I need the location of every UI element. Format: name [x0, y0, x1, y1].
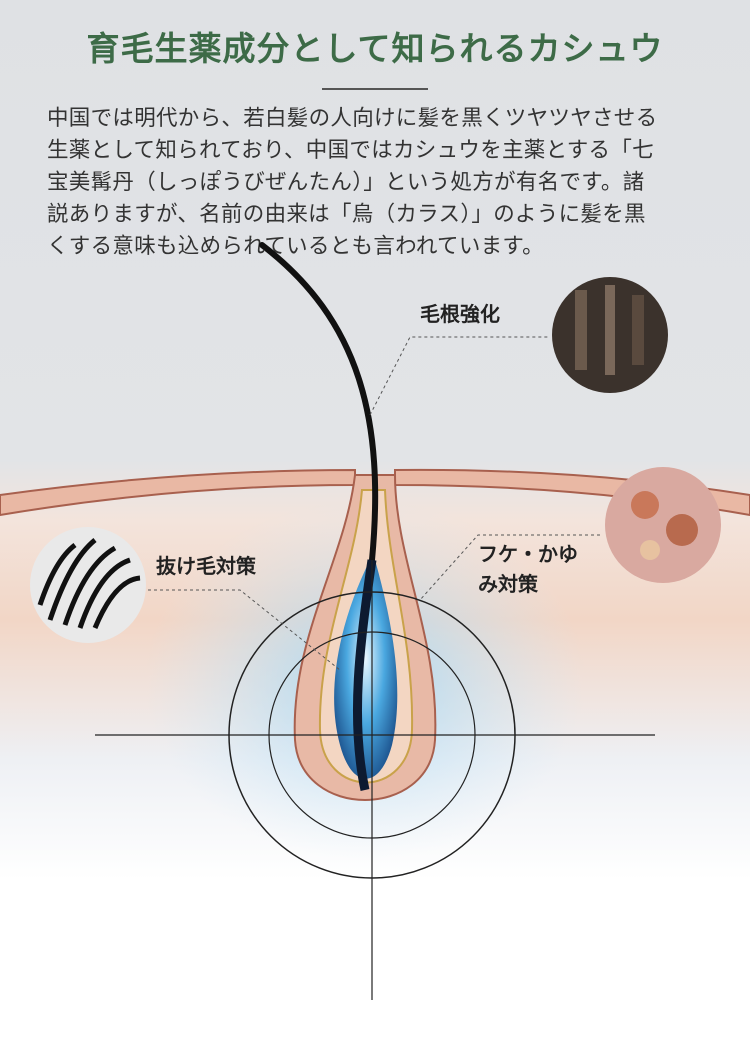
description-line: くする意味も込められているとも言われています。: [47, 234, 544, 259]
dandruff-image: [605, 467, 721, 583]
description-line: 生薬として知られており、中国ではカシュウを主薬とする「七: [47, 138, 654, 163]
title-divider: [322, 88, 428, 90]
page-title: 育毛生薬成分として知られるカシュウ: [86, 29, 664, 68]
callout-root-strengthening: 毛根強化: [420, 302, 500, 326]
description-line: 説ありますが、名前の由来は「烏（カラス）」のように髪を黒: [47, 202, 646, 227]
root-image: [552, 277, 668, 393]
hair-loss-image: [30, 527, 146, 643]
leader-line-hair-loss: [148, 589, 341, 671]
description-line: 中国では明代から、若白髪の人向けに髪を黒くツヤツヤさせる: [47, 106, 658, 131]
hair-root: [352, 559, 377, 791]
callout-dandruff-line2: み対策: [478, 572, 538, 596]
callout-hair-loss: 抜け毛対策: [156, 554, 256, 578]
hair-bulb: [334, 560, 398, 779]
leader-line-dandruff: [419, 534, 600, 601]
description: 中国では明代から、若白髪の人向けに髪を黒くツヤツヤさせる 生薬として知られており…: [47, 103, 727, 263]
callout-dandruff-line1: フケ・かゆ: [478, 542, 578, 566]
leader-line-root: [369, 336, 550, 416]
skin-layer-right: [394, 468, 750, 517]
hair-shaft: [259, 242, 379, 563]
description-line: 宝美髯丹（しっぽうびぜんたん）」という処方が有名です。諸: [47, 170, 645, 195]
